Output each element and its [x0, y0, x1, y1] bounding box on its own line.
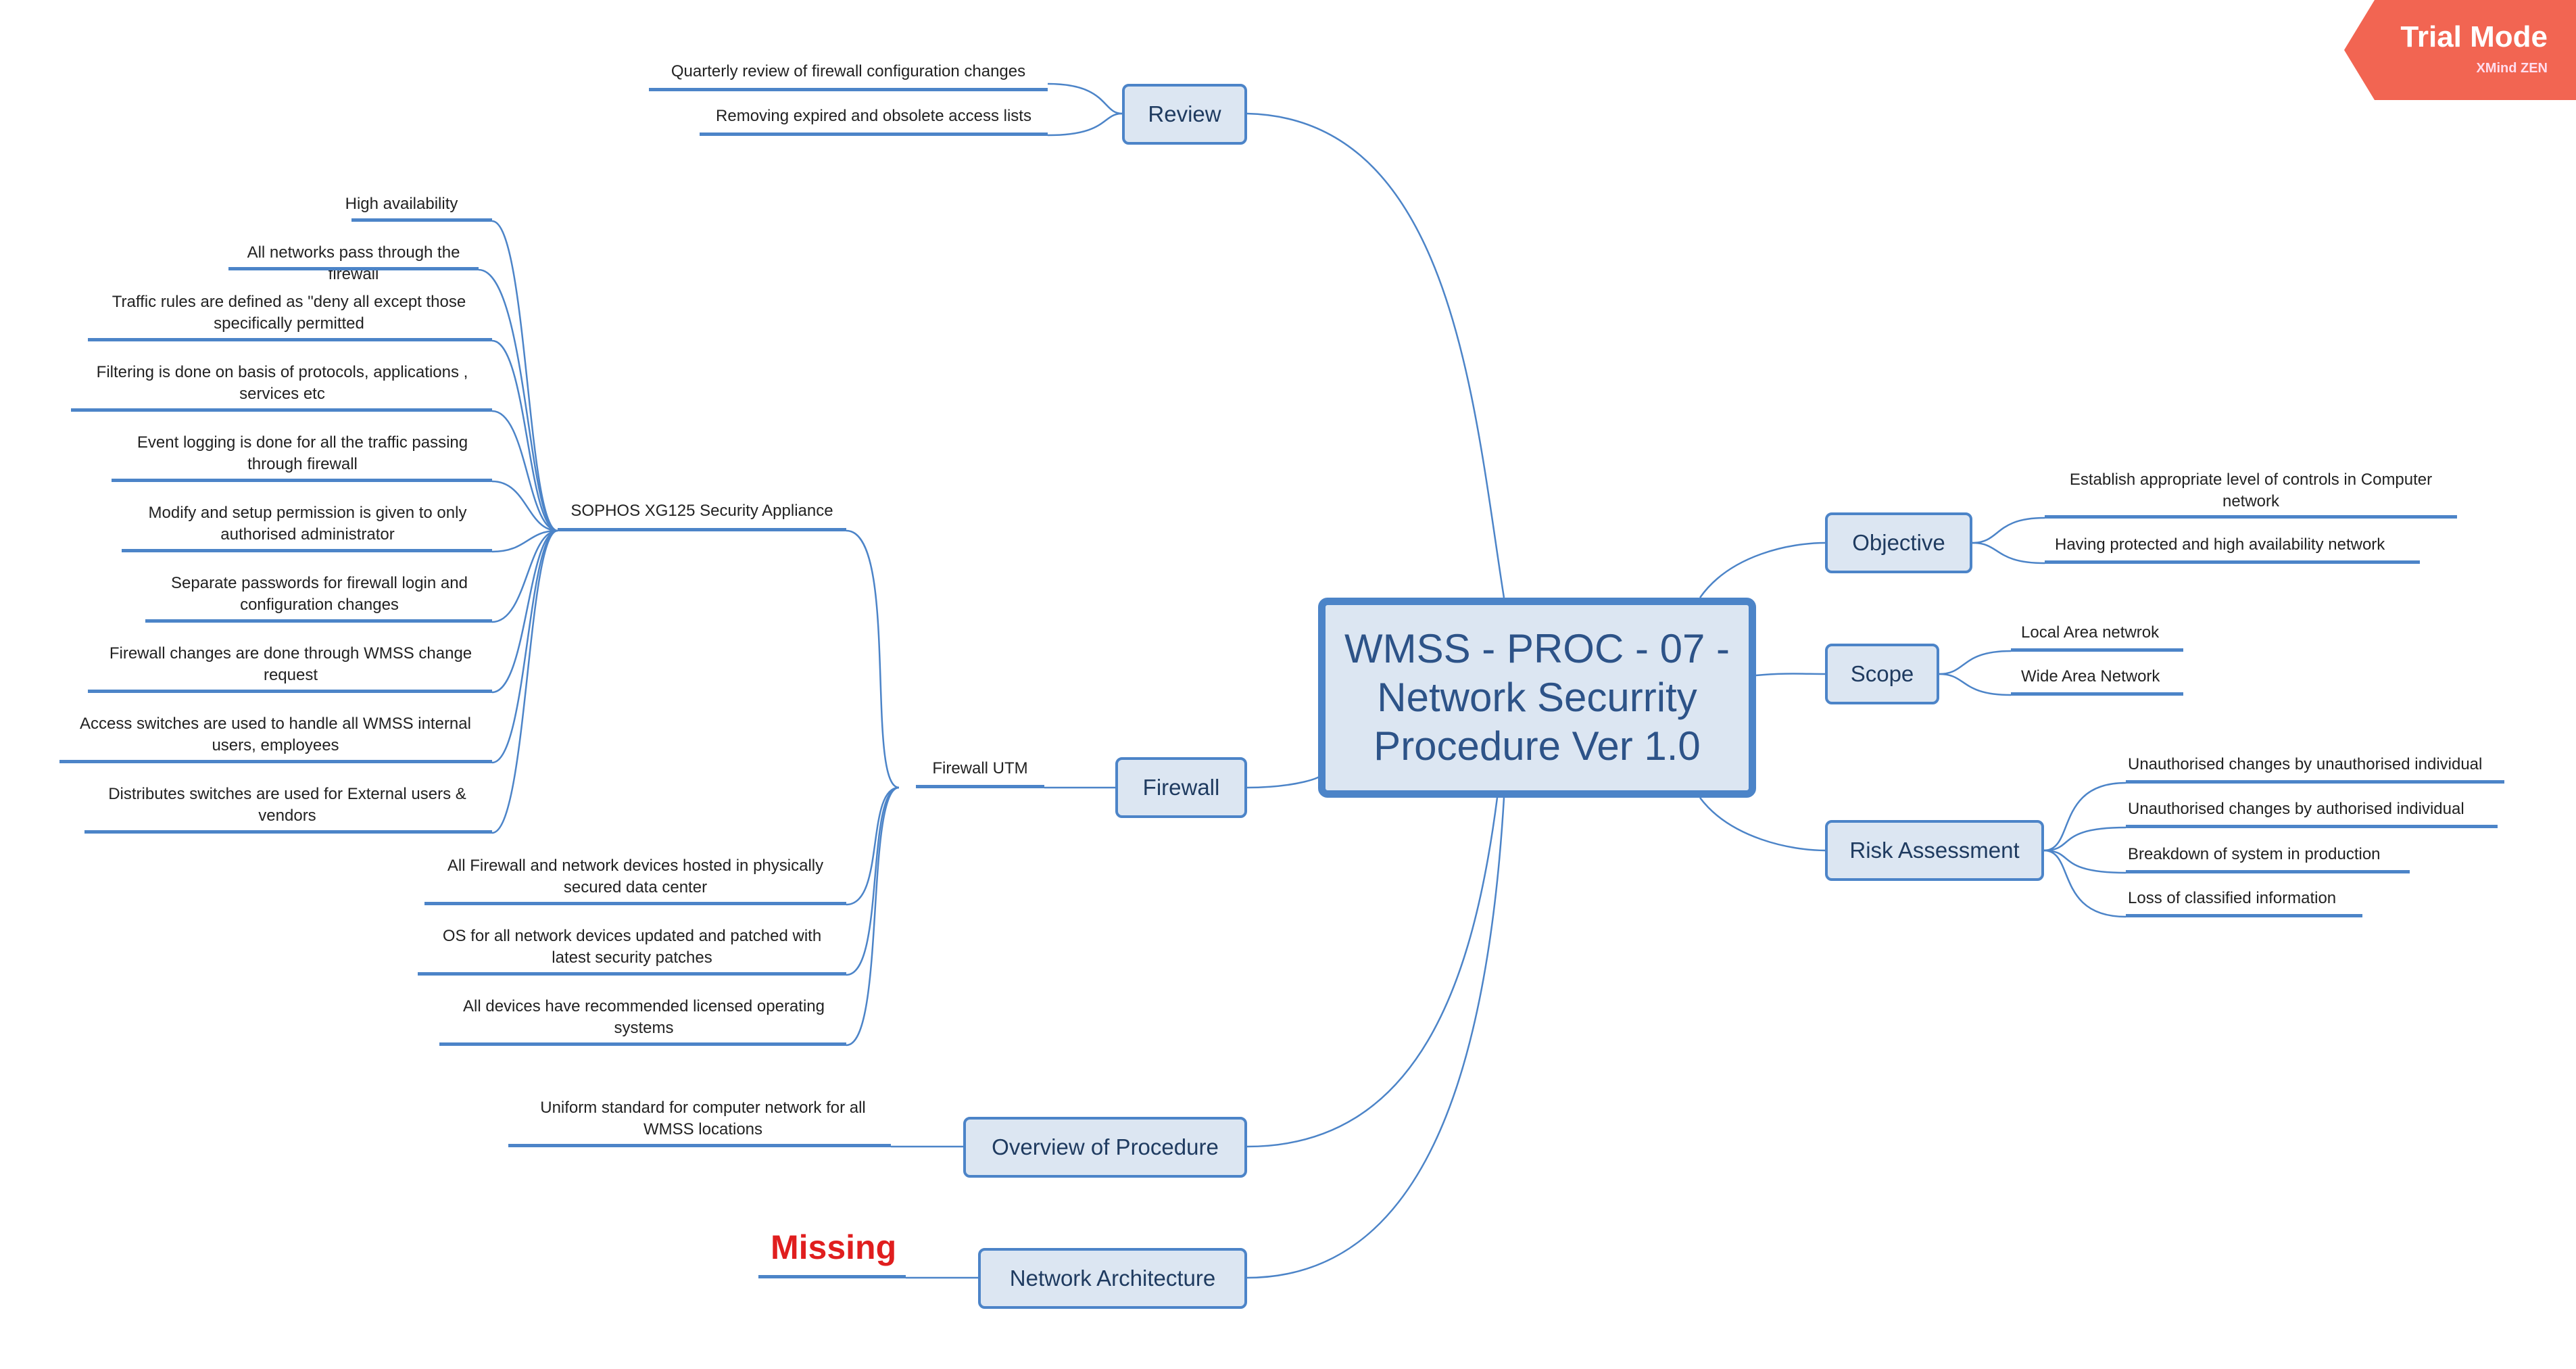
sophos-item[interactable]: Event logging is done for all the traffi… [137, 433, 468, 473]
trial-mode-title: Trial Mode [2400, 20, 2548, 53]
firewall-utm-node[interactable]: Firewall UTM [932, 759, 1028, 777]
overview-item[interactable]: Uniform standard for computer network fo… [540, 1099, 866, 1138]
underline [88, 338, 492, 341]
underline [2126, 825, 2498, 828]
central-topic[interactable]: WMSS - PROC - 07 - Network Securrity Pro… [1318, 598, 1756, 798]
topic-objective[interactable]: Objective [1825, 512, 1972, 573]
underline [122, 549, 492, 552]
trial-badge-shape [2344, 0, 2576, 100]
underline [508, 1144, 891, 1147]
utm-item[interactable]: OS for all network devices updated and p… [442, 927, 822, 967]
central-title-line-3: Procedure Ver 1.0 [1374, 723, 1701, 769]
risk-item[interactable]: Breakdown of system in production [2128, 845, 2381, 863]
underline [558, 528, 846, 531]
underline [2045, 515, 2457, 519]
scope-item[interactable]: Wide Area Network [2021, 667, 2160, 686]
central-title-line-2: Network Securrity [1377, 675, 1697, 720]
underline [2045, 560, 2420, 564]
utm-item[interactable]: All Firewall and network devices hosted … [447, 857, 824, 896]
sophos-item[interactable]: Distributes switches are used for Extern… [108, 785, 466, 825]
utm-item[interactable]: All devices have recommended licensed op… [463, 997, 825, 1037]
underline [2126, 914, 2362, 917]
objective-item[interactable]: Having protected and high availability n… [2055, 535, 2385, 554]
underline [700, 133, 1048, 136]
underline [351, 218, 492, 222]
sophos-item[interactable]: Filtering is done on basis of protocols,… [96, 363, 468, 403]
underline [84, 830, 492, 834]
review-item[interactable]: Removing expired and obsolete access lis… [716, 107, 1031, 125]
underline [2126, 870, 2410, 873]
central-title-line-1: WMSS - PROC - 07 - [1344, 626, 1730, 671]
scope-item[interactable]: Local Area netwrok [2021, 623, 2160, 642]
underline [649, 88, 1048, 91]
trial-mode-subtitle: XMind ZEN [2476, 61, 2548, 76]
objective-item[interactable]: Establish appropriate level of controls … [2069, 471, 2433, 510]
underline [2126, 780, 2504, 784]
topic-review[interactable]: Review [1122, 84, 1247, 145]
underline [2011, 648, 2183, 652]
topic-risk-assessment[interactable]: Risk Assessment [1825, 820, 2044, 881]
sophos-item[interactable]: Traffic rules are defined as "deny all e… [112, 293, 466, 333]
underline [112, 479, 492, 482]
underline [228, 267, 479, 270]
sophos-item[interactable]: Firewall changes are done through WMSS c… [109, 644, 472, 684]
sophos-item[interactable]: Access switches are used to handle all W… [80, 715, 471, 754]
underline [916, 785, 1044, 788]
trial-mode-badge[interactable]: Trial Mode XMind ZEN [2344, 0, 2576, 100]
sophos-item[interactable]: Modify and setup permission is given to … [148, 504, 467, 544]
sophos-item[interactable]: High availability [345, 195, 458, 213]
risk-item[interactable]: Unauthorised changes by unauthorised ind… [2128, 755, 2483, 773]
risk-item[interactable]: Unauthorised changes by authorised indiv… [2128, 800, 2464, 818]
topic-overview[interactable]: Overview of Procedure [963, 1117, 1247, 1178]
underline [145, 619, 492, 623]
underline [59, 760, 492, 763]
underline [418, 972, 846, 976]
missing-label[interactable]: Missing [771, 1228, 897, 1266]
sophos-item[interactable]: Separate passwords for firewall login an… [171, 574, 468, 614]
underline [2011, 692, 2183, 696]
underline [71, 408, 492, 412]
review-item[interactable]: Quarterly review of firewall configurati… [671, 62, 1026, 80]
underline [758, 1275, 906, 1278]
underline [439, 1042, 846, 1046]
underline [88, 690, 492, 693]
topic-scope[interactable]: Scope [1825, 644, 1939, 704]
risk-item[interactable]: Loss of classified information [2128, 889, 2337, 907]
underline [424, 902, 846, 905]
topic-network-architecture[interactable]: Network Architecture [978, 1248, 1247, 1309]
sophos-item[interactable]: All networks pass through the firewall [247, 243, 460, 283]
sophos-node[interactable]: SOPHOS XG125 Security Appliance [570, 502, 833, 520]
topic-firewall[interactable]: Firewall [1115, 757, 1247, 818]
